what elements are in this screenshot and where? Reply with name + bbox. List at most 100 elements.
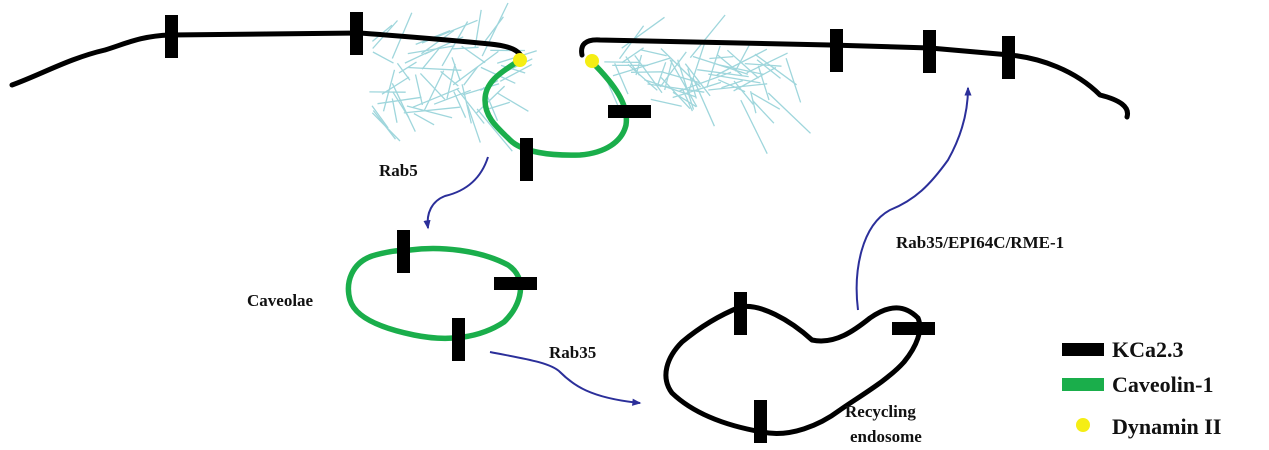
cortical-actin-mesh-left xyxy=(369,2,537,152)
legend-kca23-swatch xyxy=(1062,343,1104,356)
actin-filament xyxy=(382,69,396,112)
actin-filament xyxy=(414,74,424,106)
actin-filament xyxy=(604,61,640,64)
rab35-epi64c-rme1-label: Rab35/EPI64C/RME-1 xyxy=(896,233,1064,252)
actin-filament xyxy=(413,113,435,126)
recycling-endosome-membrane xyxy=(663,303,923,436)
kca23-channel-membrane-1 xyxy=(165,15,178,58)
kca23-channel-endosome-2 xyxy=(892,322,935,335)
actin-filament xyxy=(403,106,460,114)
kca23-channel-caveola-1 xyxy=(520,138,533,181)
legend-kca23-label: KCa2.3 xyxy=(1112,337,1184,362)
actin-filament xyxy=(433,89,471,105)
kca23-channel-endosome-3 xyxy=(754,400,767,443)
rab35-label: Rab35 xyxy=(549,343,596,362)
actin-filament xyxy=(721,79,744,89)
rab5-endocytosis-arrow xyxy=(423,156,489,230)
actin-filament xyxy=(767,92,811,134)
actin-filament xyxy=(440,70,459,87)
actin-filament xyxy=(719,64,764,76)
rab5-label: Rab5 xyxy=(379,161,418,180)
actin-filament xyxy=(475,85,506,114)
actin-filament xyxy=(687,40,706,95)
actin-filament xyxy=(756,59,781,79)
actin-filament xyxy=(708,83,768,91)
actin-filament xyxy=(412,87,460,108)
actin-filament xyxy=(462,83,500,96)
actin-filament xyxy=(407,66,462,71)
actin-filament xyxy=(689,14,726,59)
actin-filament xyxy=(482,16,504,45)
actin-filament xyxy=(660,48,702,88)
rab35-transport-arrow xyxy=(489,351,642,406)
caveolae-vesicle xyxy=(345,245,524,342)
kca23-channel-vesicle-1 xyxy=(397,230,410,273)
dynamin-ii-dot-left xyxy=(513,53,527,67)
actin-filament xyxy=(660,76,691,110)
recycling-endosome-label-line2: endosome xyxy=(850,427,922,446)
actin-filament xyxy=(672,91,697,108)
actin-filament xyxy=(684,63,711,97)
kca23-channel-endosome-1 xyxy=(734,292,747,335)
actin-filament xyxy=(657,62,667,85)
actin-filament xyxy=(706,45,721,88)
actin-filament xyxy=(625,56,641,76)
actin-filament xyxy=(752,100,775,124)
actin-filament xyxy=(371,105,389,129)
actin-filament xyxy=(612,57,671,77)
actin-filament xyxy=(681,88,693,112)
caveolae-label: Caveolae xyxy=(247,291,314,310)
actin-filament xyxy=(697,69,749,78)
recycling-endosome-label-line1: Recycling xyxy=(845,402,916,421)
cortical-actin-mesh-right xyxy=(603,14,811,154)
actin-filament xyxy=(463,66,479,86)
actin-filament xyxy=(749,91,757,114)
actin-filament xyxy=(659,51,687,88)
actin-filament xyxy=(650,98,682,107)
actin-filament xyxy=(407,45,455,55)
kca23-channel-membrane-2 xyxy=(350,12,363,55)
actin-filament xyxy=(672,81,722,99)
actin-filament xyxy=(621,47,644,64)
actin-filament xyxy=(377,96,422,105)
legend-caveolin-1-label: Caveolin-1 xyxy=(1112,372,1213,397)
plasma-membrane-right xyxy=(579,37,1130,120)
actin-filament xyxy=(751,92,781,110)
actin-filament xyxy=(734,44,750,72)
actin-filament xyxy=(664,59,673,91)
actin-filament xyxy=(391,83,416,132)
actin-filament xyxy=(406,105,453,119)
actin-filament xyxy=(461,84,472,124)
actin-filament xyxy=(716,54,743,76)
actin-filament xyxy=(757,65,770,101)
actin-filament xyxy=(476,108,513,152)
actin-filament xyxy=(662,71,700,84)
actin-filament xyxy=(692,78,715,127)
actin-filament xyxy=(754,53,797,86)
actin-filament xyxy=(452,50,499,86)
actin-filament xyxy=(372,51,394,64)
actin-filament xyxy=(740,99,768,154)
actin-filament xyxy=(371,112,401,142)
actin-filament xyxy=(640,49,667,57)
actin-filament xyxy=(717,79,746,93)
actin-filament xyxy=(733,80,754,105)
actin-filament xyxy=(644,79,697,98)
actin-filament xyxy=(419,72,446,100)
legend-dynamin-ii-dot xyxy=(1076,418,1090,432)
kca23-channel-membrane-4 xyxy=(923,30,936,73)
actin-filament xyxy=(627,63,658,91)
recycling-arrow xyxy=(855,86,972,311)
actin-filament xyxy=(452,46,479,50)
actin-filament xyxy=(497,92,529,112)
actin-filament xyxy=(451,57,461,81)
kca23-channel-vesicle-3 xyxy=(452,318,465,361)
actin-filament xyxy=(441,21,469,67)
kca23-channel-vesicle-2 xyxy=(494,277,537,290)
actin-filament xyxy=(421,46,441,70)
dynamin-ii-dot-right xyxy=(585,54,599,68)
kca23-channel-membrane-5 xyxy=(1002,36,1015,79)
kca23-channel-membrane-3 xyxy=(830,29,843,72)
actin-filament xyxy=(396,62,411,81)
